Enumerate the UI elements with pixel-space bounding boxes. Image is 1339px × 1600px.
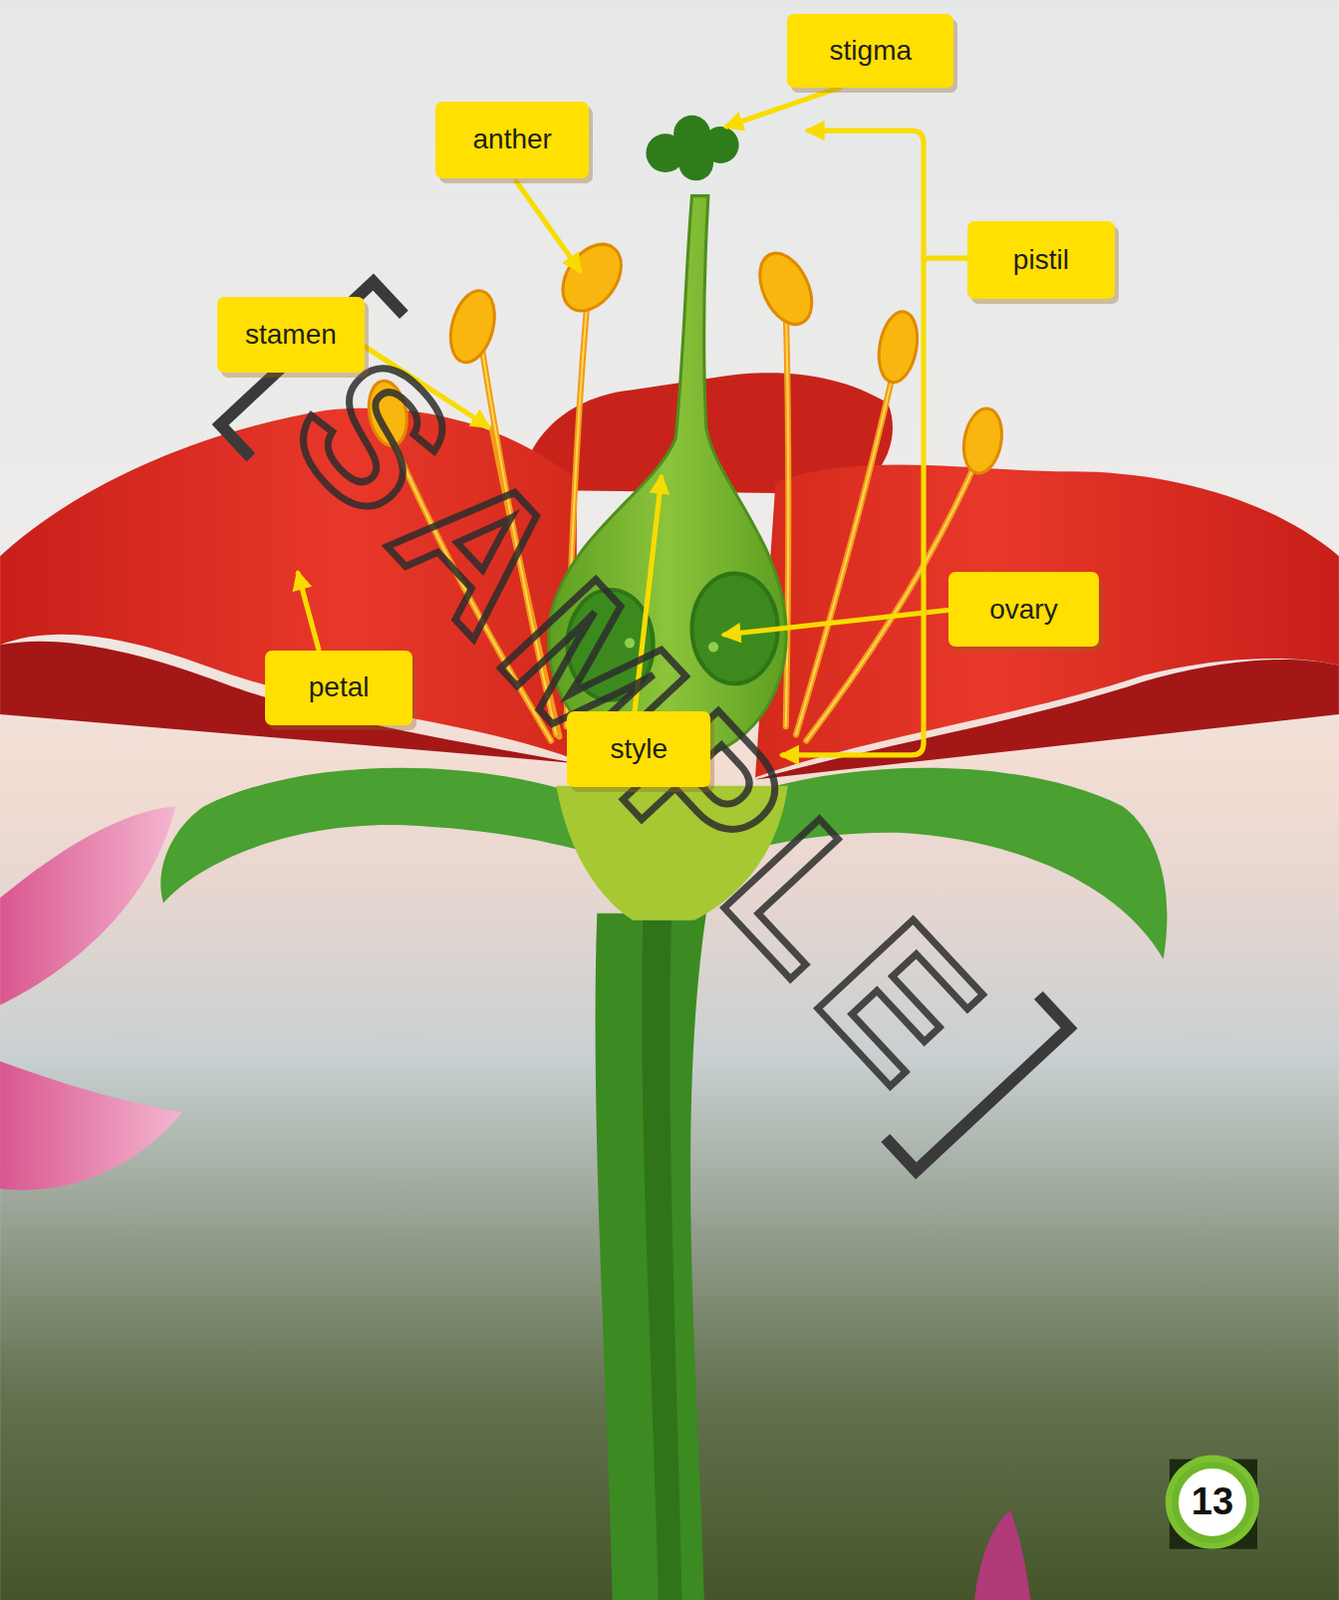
part-label: pistil <box>1013 244 1070 276</box>
part-label-box: ovary <box>948 571 1099 648</box>
part-label: petal <box>308 671 370 704</box>
page-number-badge: 13 <box>1171 1461 1254 1544</box>
part-label-box: anther <box>435 101 589 179</box>
watermark-bracket <box>874 985 1083 1186</box>
part-label: stigma <box>829 34 912 67</box>
part-label-box: stamen <box>217 296 365 373</box>
part-label-box: pistil <box>967 221 1115 299</box>
part-label-box: petal <box>265 650 414 727</box>
part-label: style <box>609 733 668 766</box>
part-label: anther <box>473 123 552 156</box>
page-number: 13 <box>1191 1480 1234 1524</box>
part-label: ovary <box>989 593 1058 626</box>
part-label-box: style <box>566 711 711 788</box>
part-label: stamen <box>245 318 337 351</box>
part-label-box: stigma <box>787 13 954 88</box>
